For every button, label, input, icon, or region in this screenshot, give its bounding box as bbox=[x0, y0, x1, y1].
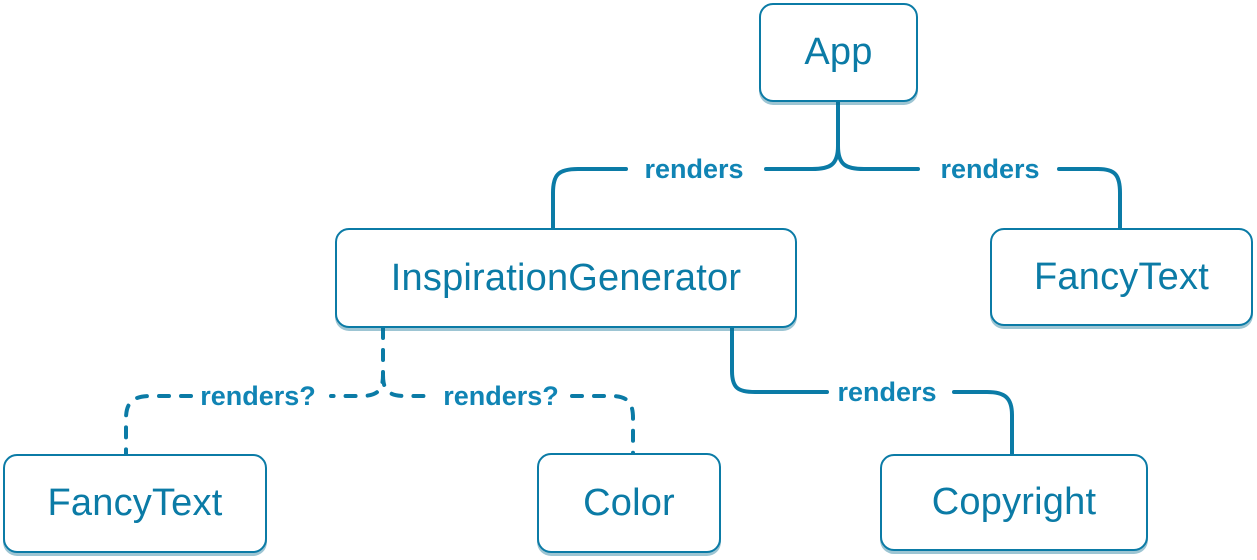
node-copyright: Copyright bbox=[880, 454, 1148, 551]
node-fancy-text-bottom-label: FancyText bbox=[47, 482, 223, 524]
node-inspiration-generator: InspirationGenerator bbox=[335, 228, 797, 328]
node-color-label: Color bbox=[583, 481, 675, 524]
edge-inspirationgenerator-color bbox=[381, 373, 635, 455]
node-fancy-text-bottom: FancyText bbox=[3, 454, 267, 553]
edge-label-app-inspirationgenerator: renders bbox=[644, 154, 743, 184]
edge-app-fancytext bbox=[836, 100, 1122, 230]
edge-label-app-fancytext: renders bbox=[940, 154, 1039, 184]
node-color: Color bbox=[537, 453, 721, 553]
edge-label-inspirationgenerator-copyright: renders bbox=[837, 377, 936, 407]
node-app: App bbox=[759, 3, 918, 102]
edge-label-inspirationgenerator-color: renders? bbox=[443, 381, 559, 411]
node-copyright-label: Copyright bbox=[931, 481, 1097, 523]
node-app-label: App bbox=[804, 31, 873, 73]
edge-label-inspirationgenerator-fancytext: renders? bbox=[200, 381, 316, 411]
node-fancy-text-top-label: FancyText bbox=[1034, 255, 1209, 298]
node-inspiration-generator-label: InspirationGenerator bbox=[390, 256, 742, 299]
edge-inspirationgenerator-copyright bbox=[730, 326, 1014, 456]
node-fancy-text-top: FancyText bbox=[990, 228, 1253, 326]
